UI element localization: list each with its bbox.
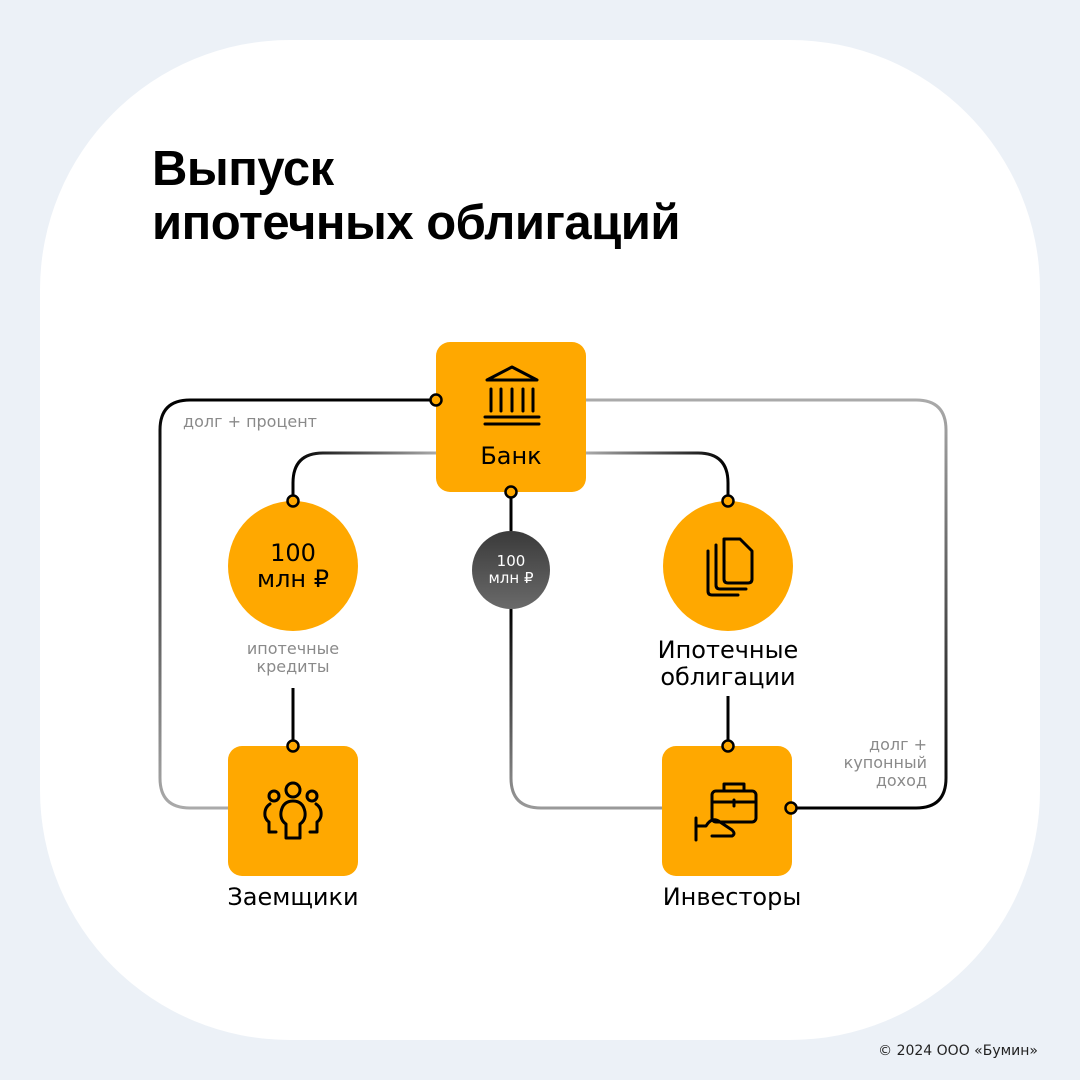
loans-unit: млн ₽ bbox=[256, 565, 330, 593]
copyright: © 2024 ООО «Бумин» bbox=[878, 1043, 1038, 1059]
bank-label: Банк bbox=[480, 442, 542, 470]
dot-bank-bottom bbox=[504, 485, 518, 499]
people-icon bbox=[263, 781, 323, 840]
debt-coupon-line-2: купонный bbox=[843, 753, 927, 772]
bonds-label-line-1: Ипотечные bbox=[657, 636, 799, 664]
bank-node: Банк bbox=[436, 342, 586, 492]
title-line-1: Выпуск bbox=[152, 142, 334, 196]
investors-node bbox=[662, 746, 792, 876]
edge-transfer-investors bbox=[509, 609, 662, 810]
loans-amount-node: 100 млн ₽ bbox=[228, 501, 358, 631]
borrowers-node bbox=[228, 746, 358, 876]
dot-investors-top bbox=[721, 739, 735, 753]
transfer-amount: 100 bbox=[496, 552, 526, 570]
debt-coupon-line-1: долг + bbox=[869, 735, 927, 754]
debt-interest-label: долг + процент bbox=[183, 412, 317, 431]
card bbox=[40, 40, 1040, 1040]
investors-label: Инвесторы bbox=[662, 883, 802, 911]
title-line-2: ипотечных облигаций bbox=[152, 196, 680, 250]
investor-briefcase-icon bbox=[694, 782, 758, 842]
bonds-label-line-2: облигации bbox=[660, 663, 796, 691]
bank-icon bbox=[483, 365, 541, 426]
edge-bank-bonds bbox=[586, 451, 730, 501]
dot-investors-right bbox=[784, 801, 798, 815]
loans-caption-line-2: кредиты bbox=[256, 657, 330, 676]
documents-icon bbox=[706, 537, 754, 597]
borrowers-label: Заемщики bbox=[227, 883, 359, 911]
transfer-unit: млн ₽ bbox=[488, 569, 534, 587]
edge-debt-interest bbox=[158, 398, 436, 810]
transfer-amount-node: 100 млн ₽ bbox=[472, 531, 550, 609]
bonds-label: Ипотечные облигации bbox=[628, 637, 828, 691]
loans-amount: 100 bbox=[270, 539, 316, 567]
loans-caption-line-1: ипотечные bbox=[246, 639, 340, 658]
edge-debt-coupon bbox=[586, 398, 948, 810]
dot-bonds-top bbox=[721, 494, 735, 508]
dot-bank-left bbox=[429, 393, 443, 407]
dot-loans-top bbox=[286, 494, 300, 508]
bonds-node bbox=[663, 501, 793, 631]
page-title: Выпуск ипотечных облигаций bbox=[152, 142, 680, 250]
edge-bank-loans bbox=[291, 451, 436, 501]
debt-coupon-line-3: доход bbox=[875, 771, 927, 790]
dot-borrowers-top bbox=[286, 739, 300, 753]
debt-coupon-label: долг + купонный доход bbox=[844, 736, 927, 790]
loans-caption: ипотечные кредиты bbox=[193, 640, 393, 676]
